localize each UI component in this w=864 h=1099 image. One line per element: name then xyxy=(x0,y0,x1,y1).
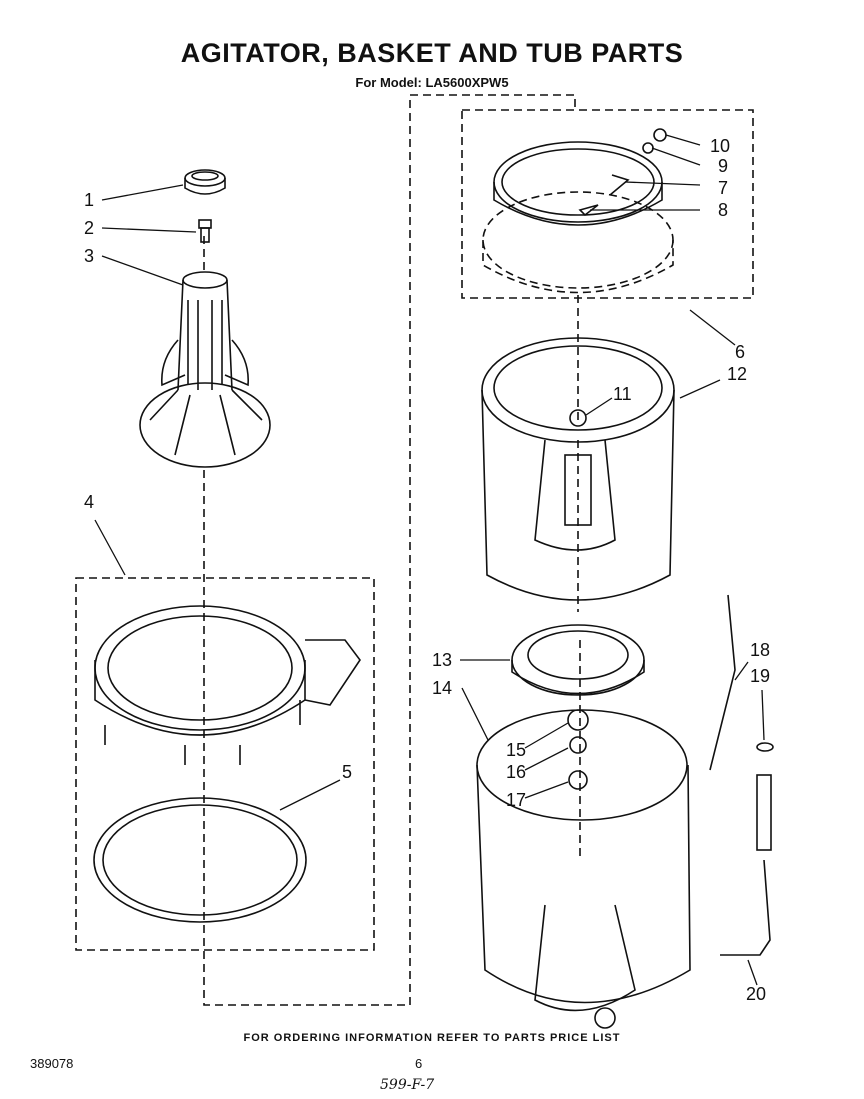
callout-leader-lines xyxy=(94,134,765,986)
callout-5: 5 xyxy=(342,762,352,782)
tub-ring-group-box xyxy=(75,577,375,951)
callout-8: 8 xyxy=(718,200,728,220)
outer-tub-part xyxy=(476,709,691,1029)
callout-19: 19 xyxy=(750,666,770,686)
agitator-bolt-part xyxy=(198,219,212,243)
tub-ring-part xyxy=(94,605,361,765)
page-title: AGITATOR, BASKET AND TUB PARTS xyxy=(180,38,684,68)
drain-hose-parts xyxy=(709,594,774,956)
ordering-note: FOR ORDERING INFORMATION REFER TO PARTS … xyxy=(243,1032,621,1044)
callout-17: 17 xyxy=(506,790,526,810)
callout-1: 1 xyxy=(84,190,94,210)
callout-labels: 1 2 3 4 5 6 7 8 9 10 11 12 13 14 15 16 1… xyxy=(84,136,770,1004)
tub-seal-ring-part xyxy=(93,797,307,923)
model-subtitle: For Model: LA5600XPW5 xyxy=(355,75,509,90)
agitator-part xyxy=(139,271,271,468)
callout-15: 15 xyxy=(506,740,526,760)
callout-20: 20 xyxy=(746,984,766,1004)
document-number: 389078 xyxy=(30,1056,74,1071)
callout-11: 11 xyxy=(613,384,632,404)
callout-14: 14 xyxy=(432,678,452,698)
handwritten-mark: 599-F-7 xyxy=(380,1077,435,1093)
callout-4: 4 xyxy=(84,492,94,512)
callout-9: 9 xyxy=(718,156,728,176)
spin-basket-part xyxy=(481,337,675,601)
callout-13: 13 xyxy=(432,650,452,670)
basket-ring-group-box xyxy=(461,109,754,299)
callout-6: 6 xyxy=(735,342,745,362)
callout-10: 10 xyxy=(710,136,730,156)
callout-7: 7 xyxy=(718,178,728,198)
callout-16: 16 xyxy=(506,762,526,782)
basket-balance-ring-part xyxy=(482,141,674,294)
callout-18: 18 xyxy=(750,640,770,660)
callout-3: 3 xyxy=(84,246,94,266)
callout-2: 2 xyxy=(84,218,94,238)
agitator-cap-part xyxy=(184,169,226,195)
page-number: 6 xyxy=(415,1056,423,1071)
callout-12: 12 xyxy=(727,364,747,384)
drive-ring-part xyxy=(511,624,645,696)
dashed-assembly-lines xyxy=(203,94,581,1006)
